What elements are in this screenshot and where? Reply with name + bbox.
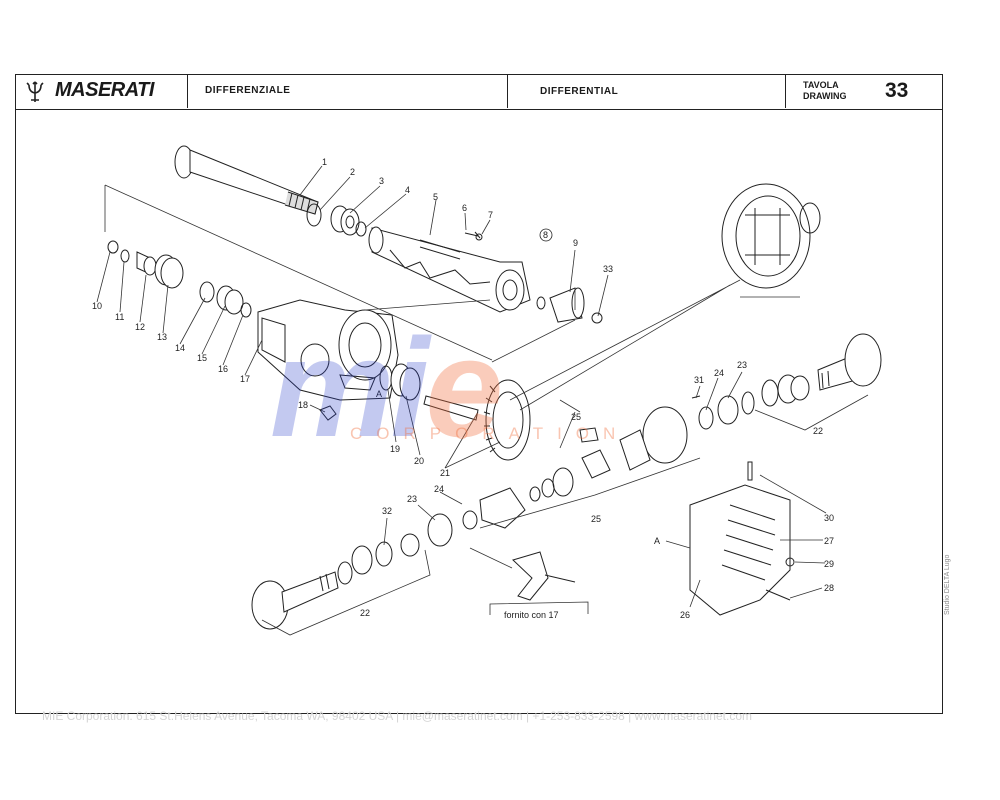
axle-tube-housing [368,226,531,313]
header-divider [187,74,188,108]
bolt [464,231,481,239]
callout-22-right: 22 [813,426,823,436]
tavola-label: TAVOLA [803,80,839,90]
callout-25-top: 25 [571,412,581,422]
callout-26: 26 [680,610,690,620]
circlip [306,203,322,227]
callout-12: 12 [135,322,145,332]
pinion-bearing [216,285,244,315]
callout-11: 11 [115,312,124,322]
callout-1: 1 [322,157,327,167]
pinion-bearing-race [154,254,184,289]
drawing-number: 33 [885,79,909,102]
ring-gear-and-pinion [423,379,531,461]
bracket-bolt [544,574,576,583]
section-mark-a: A [654,536,660,546]
callout-24-left: 24 [434,484,444,494]
drain-plug [319,405,337,421]
sleeve [549,287,585,323]
callout-32: 32 [382,506,392,516]
section-mark-a: A [376,389,382,399]
shim [199,281,215,303]
washer [120,249,130,263]
callout-15: 15 [197,353,207,363]
o-ring [536,296,546,310]
callout-27: 27 [824,536,834,546]
callout-circle [539,228,553,242]
watermark-subtext: CORPORATION [350,424,630,443]
callout-21: 21 [440,468,450,478]
callout-16: 16 [218,364,228,374]
callout-14: 14 [175,343,185,353]
callout-30: 30 [824,513,834,523]
filler-plug [785,557,795,567]
trident-icon [26,81,44,102]
brand-cell: MASERATI [15,74,187,108]
watermark-logo-part: mi [270,309,429,466]
watermark-logo-part: e [425,309,503,466]
callout-6: 6 [462,203,467,213]
header-divider [507,74,508,108]
callout-17: 17 [240,374,250,384]
callout-13: 13 [157,332,167,342]
watermark-logo: mie [270,318,503,458]
bearing [330,205,360,236]
callout-28: 28 [824,583,834,593]
callout-22-left: 22 [360,608,370,618]
brand-wordmark: MASERATI [55,79,154,101]
right-bearing-stack [691,374,810,430]
title-english: DIFFERENTIAL [540,86,619,97]
callout-4: 4 [405,185,410,195]
splined-flange [136,251,157,276]
callout-19: 19 [390,444,400,454]
callout-10: 10 [92,301,102,311]
drawing-frame [15,74,943,714]
callout-8: 8 [543,230,548,240]
left-output-flange [251,571,339,630]
header-divider [785,74,786,108]
callout-33: 33 [603,264,613,274]
callout-23-right: 23 [737,360,747,370]
callout-2: 2 [350,167,355,177]
title-italian: DIFFERENZIALE [205,85,291,96]
callout-3: 3 [379,176,384,186]
assembled-differential-inset [721,183,821,289]
callout-7: 7 [488,210,493,220]
callout-20: 20 [414,456,424,466]
right-output-flange [817,333,882,391]
footer-contact: MIE Corporation. 615 St.Helens Avenue, T… [42,709,752,723]
studio-credit: Studio DELTA Lugo [944,554,951,615]
cover-bolts [765,589,791,601]
supplied-note: fornito con 17 [504,610,559,620]
seal-ring [355,221,367,237]
left-bearing-stack [337,513,453,585]
rear-cover [689,461,791,616]
nut [107,240,119,254]
callout-23-left: 23 [407,494,417,504]
callout-31: 31 [694,375,704,385]
nut [475,233,483,241]
callout-9: 9 [573,238,578,248]
axle-shaft [174,145,319,215]
callout-18: 18 [298,400,308,410]
differential-carrier [257,299,399,401]
clip [591,312,603,324]
callout-24-right: 24 [714,368,724,378]
leader-lines [96,165,869,636]
callout-29: 29 [824,559,834,569]
callout-5: 5 [433,192,438,202]
spacer [240,302,252,318]
header-bar: MASERATI DIFFERENZIALE DIFFERENTIAL TAVO… [15,74,943,110]
bracket [512,551,549,601]
callout-25-bottom: 25 [591,514,601,524]
pinion-rear-bearing [390,363,421,401]
drawing-label: DRAWING [803,91,847,101]
